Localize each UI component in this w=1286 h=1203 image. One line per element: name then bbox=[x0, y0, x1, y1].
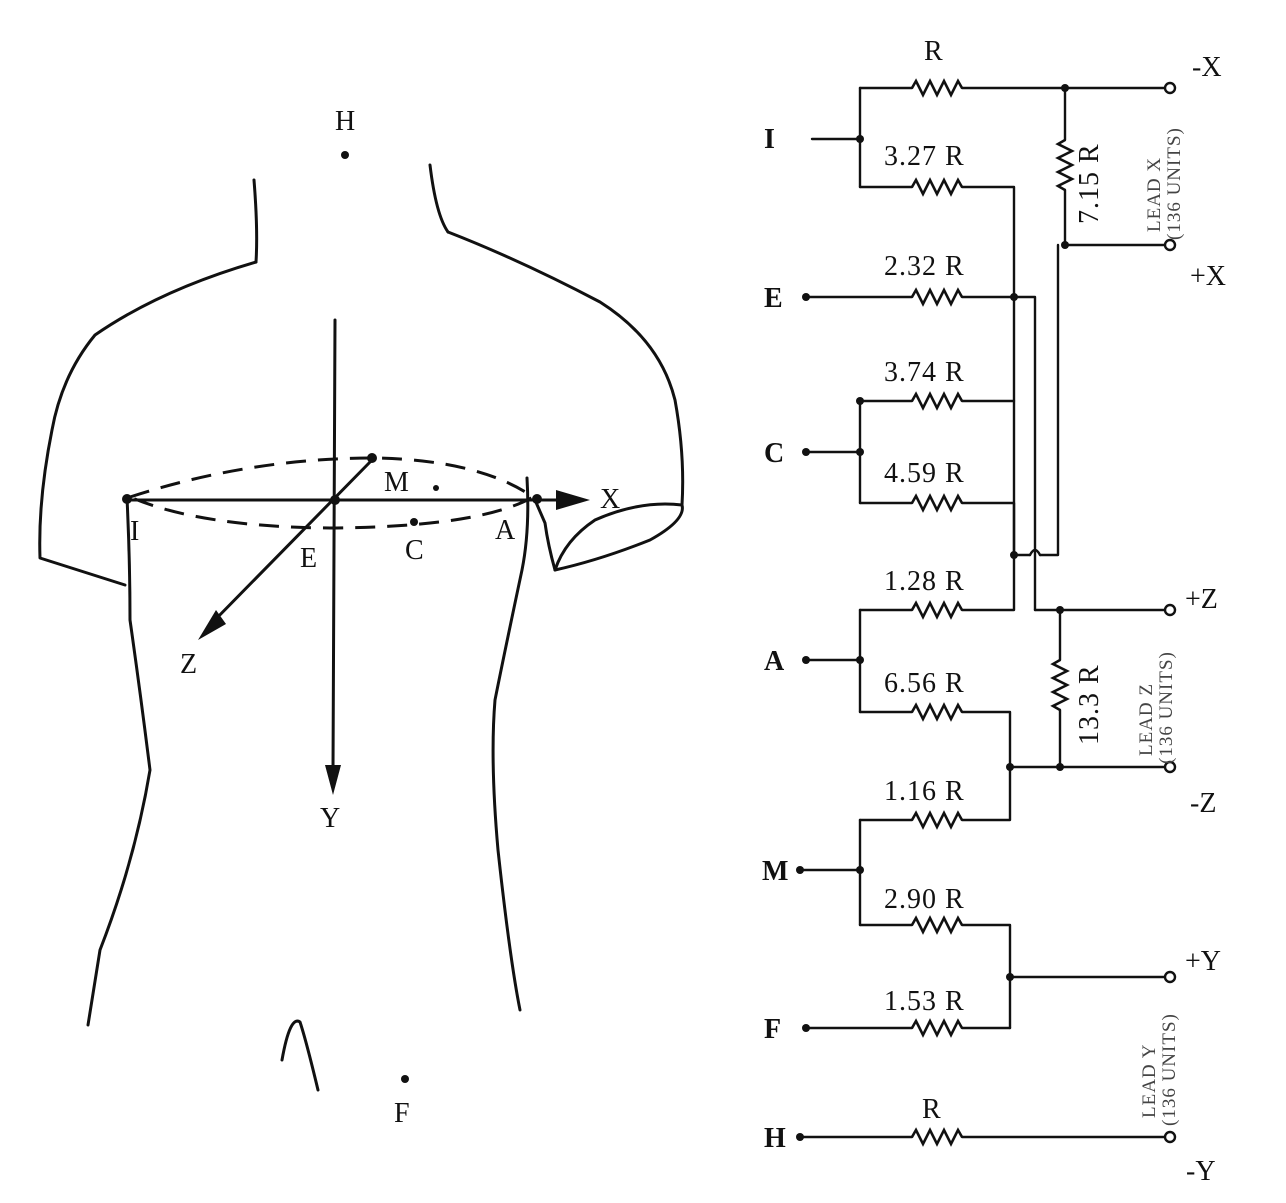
input-label-f: F bbox=[764, 1014, 781, 1045]
input-label-m: M bbox=[762, 856, 788, 887]
lead-x-units: (136 UNITS) bbox=[1164, 127, 1185, 240]
input-label-c: C bbox=[764, 438, 784, 469]
resistor-value-1-53: 1.53 R bbox=[884, 986, 965, 1017]
resistor-value-r-top: R bbox=[924, 36, 944, 67]
input-label-i: I bbox=[764, 124, 775, 155]
torso-label-c: C bbox=[405, 535, 424, 566]
resistor-value-3-27: 3.27 R bbox=[884, 141, 965, 172]
lead-x-title: LEAD X bbox=[1144, 157, 1165, 232]
terminal-plus-y bbox=[1163, 970, 1177, 984]
resistor-value-3-74: 3.74 R bbox=[884, 357, 965, 388]
terminal-label-plus-z: +Z bbox=[1185, 584, 1218, 615]
terminal-label-minus-y: -Y bbox=[1186, 1156, 1216, 1187]
torso-label-e: E bbox=[300, 543, 317, 574]
resistor-value-6-56: 6.56 R bbox=[884, 668, 965, 699]
terminal-label-minus-z: -Z bbox=[1190, 788, 1216, 819]
terminal-minus-x bbox=[1163, 81, 1177, 95]
terminal-minus-y bbox=[1163, 1130, 1177, 1144]
terminal-label-plus-y: +Y bbox=[1185, 946, 1221, 977]
input-label-a: A bbox=[764, 646, 785, 677]
terminal-plus-z bbox=[1163, 603, 1177, 617]
resistor-value-2-90: 2.90 R bbox=[884, 884, 965, 915]
torso-label-i: I bbox=[130, 516, 139, 547]
axis-label-y: Y bbox=[320, 803, 340, 834]
axis-label-x: X bbox=[600, 484, 620, 515]
lead-z-title: LEAD Z bbox=[1136, 683, 1157, 756]
torso-figure: H M I E C A X Y Z F bbox=[38, 106, 685, 1129]
torso-label-a: A bbox=[495, 515, 516, 546]
terminal-plus-x bbox=[1163, 238, 1177, 252]
resistor-value-1-16: 1.16 R bbox=[884, 776, 965, 807]
terminal-label-minus-x: -X bbox=[1192, 52, 1222, 83]
lead-z-units: (136 UNITS) bbox=[1156, 651, 1177, 764]
resistor-network: I E C A M F H R 3.27 R 2.32 R 3.74 R 4.5… bbox=[762, 36, 1226, 1187]
lead-y-title: LEAD Y bbox=[1139, 1044, 1160, 1118]
resistor-value-r-h: R bbox=[922, 1094, 942, 1125]
torso-label-m: M bbox=[384, 467, 409, 498]
input-label-h: H bbox=[764, 1123, 786, 1154]
resistor-value-2-32: 2.32 R bbox=[884, 251, 965, 282]
resistor-value-7-15: 7.15 R bbox=[1074, 143, 1105, 224]
torso-label-h: H bbox=[335, 106, 355, 137]
torso-label-f: F bbox=[394, 1098, 410, 1129]
resistor-value-4-59: 4.59 R bbox=[884, 458, 965, 489]
terminal-minus-z bbox=[1163, 760, 1177, 774]
resistor-value-13-3: 13.3 R bbox=[1074, 664, 1105, 745]
lead-y-units: (136 UNITS) bbox=[1159, 1013, 1180, 1126]
axis-label-z: Z bbox=[180, 649, 197, 680]
input-label-e: E bbox=[764, 283, 783, 314]
terminal-label-plus-x: +X bbox=[1190, 261, 1226, 292]
resistor-value-1-28: 1.28 R bbox=[884, 566, 965, 597]
